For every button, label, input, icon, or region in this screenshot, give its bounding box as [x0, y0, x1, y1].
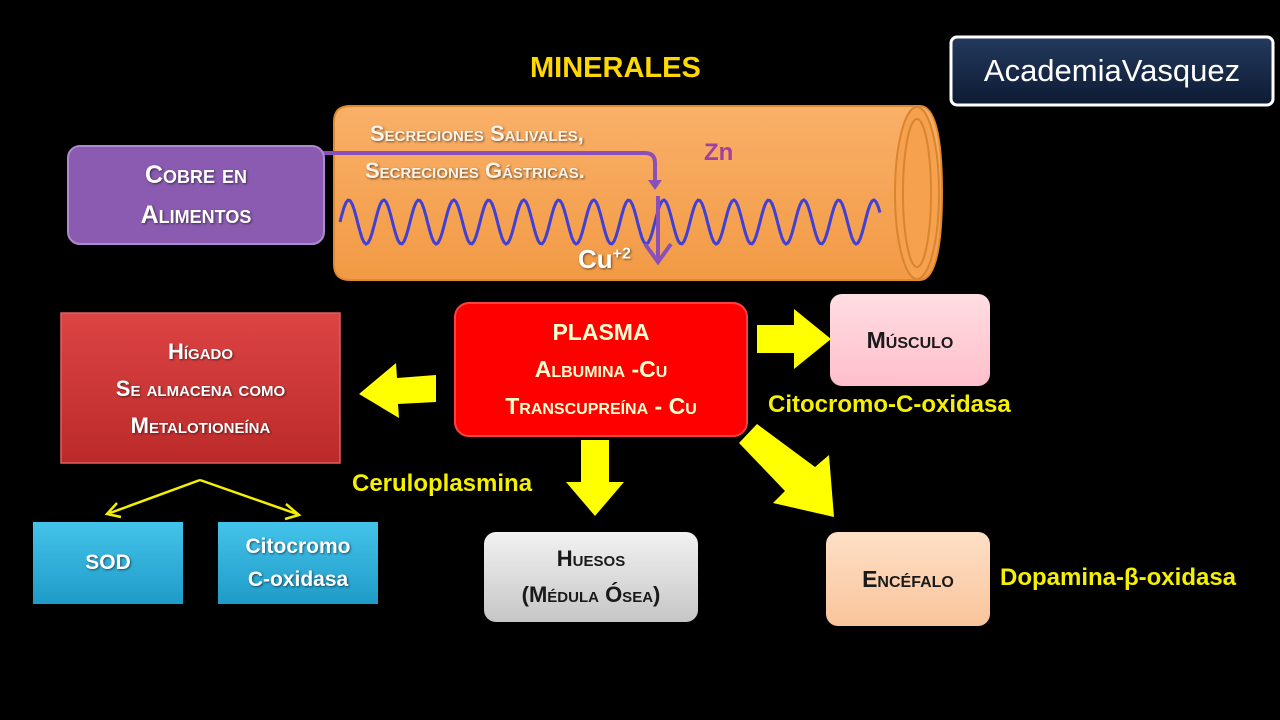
- secreciones-salivales-text: Secreciones Salivales,: [370, 121, 584, 146]
- dopamina-label: Dopamina-β-oxidasa: [1000, 564, 1237, 591]
- split-right-arrowhead: [284, 503, 302, 521]
- arrow-to-higado: [359, 363, 436, 418]
- huesos-box-shape: [484, 532, 698, 622]
- cu-ion-charge: +2: [612, 245, 631, 263]
- encefalo-box-shape: [826, 532, 990, 626]
- higado-split-arrows: [109, 478, 298, 516]
- intestine-opening-inner: [902, 118, 932, 268]
- split-right-line: [199, 478, 298, 516]
- plasma-box-shape: [454, 302, 748, 437]
- split-left-arrowhead: [104, 502, 122, 519]
- cu-ion-base: Cu: [578, 244, 613, 274]
- ceruloplasmina-label: Ceruloplasmina: [352, 470, 533, 497]
- sod-box: SOD: [85, 551, 131, 574]
- secreciones-gastricas-text: Secreciones Gástricas.: [365, 158, 585, 183]
- citocromo-box: Citocromo C-oxidasa: [218, 522, 378, 604]
- huesos-line2: (Médula Ósea): [521, 582, 661, 607]
- huesos-box: Huesos (Médula Ósea): [484, 532, 698, 622]
- cobre-alimentos-box: Cobre en Alimentos: [68, 146, 324, 244]
- arrow-to-musculo: [757, 309, 831, 369]
- cito-box-shape: [218, 522, 378, 604]
- cobre-connector-arrowhead: [648, 180, 662, 190]
- plasma-line2: Albumina -Cu: [534, 356, 668, 382]
- musculo-box: Músculo: [866, 326, 954, 353]
- cu-ion-label: Cu+2: [578, 244, 631, 275]
- cito-line1: Citocromo: [245, 535, 351, 558]
- higado-line3: Metalotioneína: [130, 412, 271, 438]
- intestine-opening: [894, 106, 940, 280]
- cobre-line1: Cobre en: [144, 161, 247, 189]
- encefalo-box: Encéfalo: [862, 565, 954, 592]
- higado-line2: Se almacena como: [115, 375, 286, 401]
- higado-box-shape: [60, 312, 341, 464]
- page-title: MINERALES: [530, 52, 701, 84]
- split-left-line: [109, 478, 201, 515]
- huesos-line1: Huesos: [556, 546, 626, 571]
- intestine-tube: [333, 105, 944, 281]
- higado-line1: Hígado: [167, 338, 234, 364]
- plasma-box: PLASMA Albumina -Cu Transcupreína - Cu: [455, 303, 747, 436]
- villi-wave: [338, 198, 882, 246]
- cobre-line2: Alimentos: [140, 201, 252, 229]
- musculo-box-shape: [830, 294, 990, 386]
- citocromo-oxidasa-label: Citocromo-C-oxidasa: [768, 391, 1011, 418]
- sod-box-shape: [33, 522, 183, 604]
- cobre-box-shape: [67, 145, 325, 245]
- cu-absorption-arrowhead: [643, 242, 673, 266]
- cito-line2: C-oxidasa: [247, 568, 349, 591]
- zn-label: Zn: [704, 139, 734, 166]
- plasma-line3: Transcupreína - Cu: [505, 393, 697, 419]
- arrow-to-huesos: [566, 440, 624, 516]
- cobre-connector-line: [316, 151, 657, 182]
- plasma-line1: PLASMA: [552, 319, 650, 345]
- arrow-to-encefalo: [739, 424, 834, 517]
- higado-box: Hígado Se almacena como Metalotioneína: [61, 313, 340, 463]
- logo-box-shape: [949, 35, 1275, 107]
- academia-logo: AcademiaVasquez: [983, 53, 1241, 88]
